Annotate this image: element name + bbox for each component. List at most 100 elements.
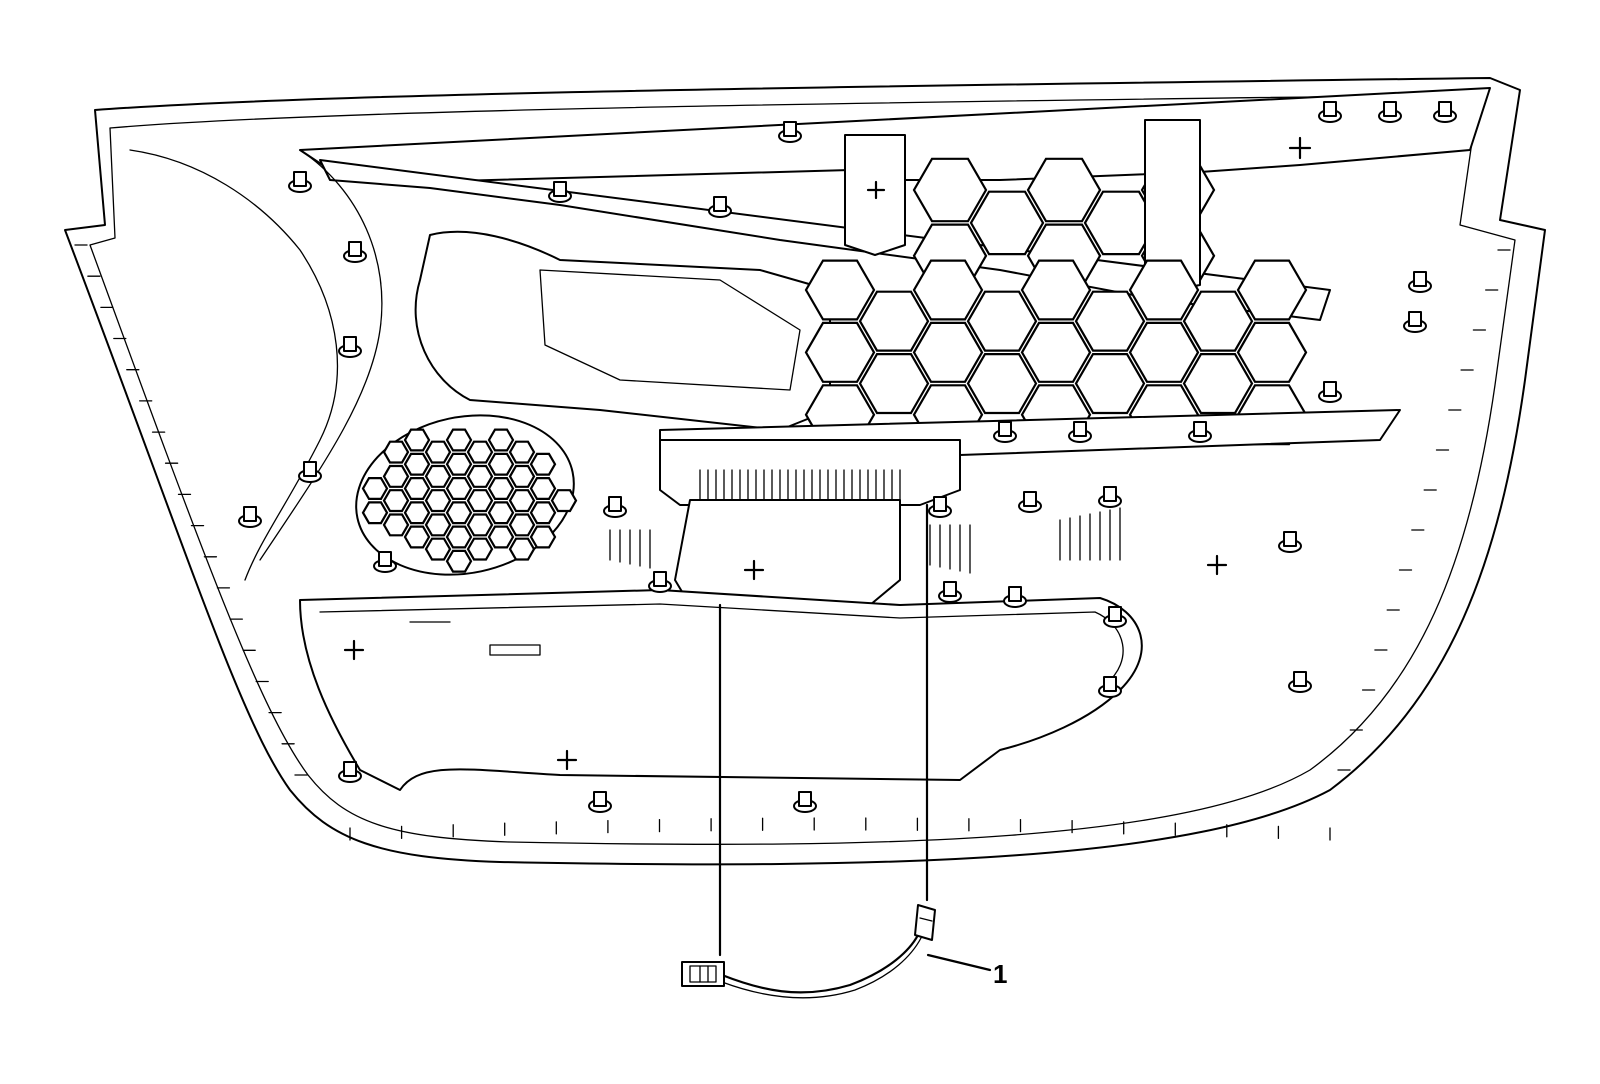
- speaker-hole: [508, 489, 536, 513]
- speaker-hole: [487, 501, 515, 525]
- speaker-hole: [550, 489, 578, 513]
- speaker-hole: [382, 464, 410, 488]
- clip-stud: [1433, 101, 1457, 123]
- mesh-hex-cell: [969, 190, 1045, 256]
- connector-module: [659, 439, 961, 506]
- clip-stud: [1408, 271, 1432, 293]
- callout-label-1: 1: [993, 959, 1007, 989]
- mesh-hex-cell: [858, 290, 930, 352]
- speaker-hole: [466, 440, 494, 464]
- harness-connector-right: [914, 904, 936, 941]
- speaker-hole: [403, 501, 431, 525]
- mesh-hex-cell: [804, 259, 876, 321]
- speaker-hole: [445, 477, 473, 500]
- clip-stud: [1403, 311, 1427, 333]
- speaker-hole: [445, 549, 473, 573]
- clip-stud: [288, 171, 312, 193]
- pocket-cross-left: [343, 639, 365, 661]
- speaker-hole: [466, 537, 494, 561]
- speaker-hole: [466, 513, 494, 537]
- wire-harness: [720, 918, 927, 994]
- bracket-cross-right: [1288, 136, 1312, 160]
- wire-harness-2: [721, 937, 922, 999]
- speaker-hole: [529, 501, 557, 525]
- clip-stud: [343, 241, 367, 263]
- switch-bezel-inner: [539, 269, 801, 391]
- speaker-hole: [508, 464, 536, 488]
- clip-stud: [1378, 101, 1402, 123]
- speaker-hole: [403, 452, 431, 476]
- speaker-hole: [382, 513, 410, 537]
- speaker-hole: [445, 452, 473, 476]
- speaker-hole: [508, 537, 536, 561]
- clip-stud: [708, 196, 732, 218]
- lower-center-cross: [743, 559, 765, 581]
- clip-stud: [238, 506, 262, 528]
- clip-stud: [1318, 381, 1342, 403]
- fastener-clips: [238, 101, 1457, 813]
- pocket-cross-center: [556, 749, 578, 771]
- clip-stud: [588, 791, 612, 813]
- mesh-hex-cell: [1020, 321, 1092, 383]
- mesh-hex-cell: [1128, 321, 1200, 383]
- pocket-slot-1: [409, 621, 541, 656]
- harness-connector-left: [681, 961, 725, 987]
- speaker-hole: [529, 452, 557, 476]
- mesh-hex-cell: [966, 290, 1038, 352]
- panel-cross-right: [1206, 554, 1228, 576]
- mesh-hex-cell: [1182, 353, 1254, 415]
- mesh-hex-cell: [1182, 290, 1254, 352]
- speaker-hole: [487, 452, 515, 476]
- mesh-hex-cell: [1020, 259, 1092, 321]
- hatch-strip-right: [609, 507, 1121, 574]
- mesh-hex-cell: [966, 353, 1038, 415]
- clip-stud: [928, 496, 952, 518]
- clip-stud: [938, 581, 962, 603]
- speaker-hole: [466, 464, 494, 488]
- mesh-hex-cell: [912, 157, 988, 223]
- speaker-hole: [487, 525, 515, 549]
- map-pocket-inner: [319, 603, 1124, 686]
- mesh-hex-cell: [804, 321, 876, 383]
- speaker-hole: [382, 440, 410, 464]
- clip-stud: [778, 121, 802, 143]
- clip-stud: [1278, 531, 1302, 553]
- panel-inner-rim: [89, 94, 1516, 845]
- mesh-hex-cell: [1074, 290, 1146, 352]
- speaker-hole: [508, 440, 536, 464]
- speaker-hole: [445, 501, 473, 525]
- mesh-hex-cell: [912, 321, 984, 383]
- speaker-hole: [529, 525, 557, 549]
- speaker-hole: [424, 464, 452, 488]
- clip-stud: [548, 181, 572, 203]
- clip-stud: [1098, 486, 1122, 508]
- speaker-hole: [424, 513, 452, 537]
- clip-stud: [338, 336, 362, 358]
- connector-pin-lines: [699, 469, 901, 501]
- clip-stud: [338, 761, 362, 783]
- speaker-hole: [487, 477, 515, 500]
- speaker-hole: [361, 477, 389, 500]
- speaker-hole: [424, 440, 452, 464]
- clip-stud: [1098, 676, 1122, 698]
- mesh-hex-cell: [858, 353, 930, 415]
- clip-stud: [1103, 606, 1127, 628]
- speaker-hole: [508, 513, 536, 537]
- speaker-hole: [487, 428, 515, 452]
- speaker-hole: [466, 489, 494, 513]
- clip-stud: [1003, 586, 1027, 608]
- clip-stud: [603, 496, 627, 518]
- speaker-hole: [403, 477, 431, 500]
- clip-stud: [1288, 671, 1312, 693]
- mesh-hex-cell: [1074, 353, 1146, 415]
- mesh-hex-cell: [1236, 321, 1308, 383]
- mesh-hex-cell: [1026, 157, 1102, 223]
- speaker-hole: [382, 489, 410, 513]
- speaker-hole: [424, 489, 452, 513]
- callout-leader-1: [926, 953, 992, 972]
- left-curved-frame-inner: [259, 149, 383, 561]
- clip-stud: [373, 551, 397, 573]
- clip-stud: [298, 461, 322, 483]
